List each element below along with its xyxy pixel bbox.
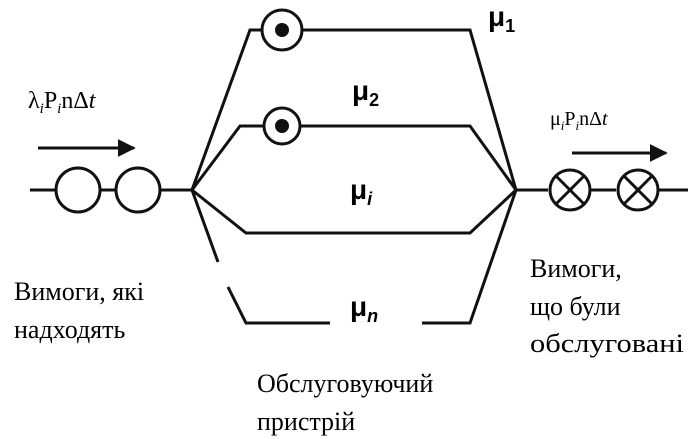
served-request-cross-2b <box>622 174 654 206</box>
mu2-subscript: 2 <box>369 90 379 110</box>
output-t: t <box>602 108 608 130</box>
served-requests-label-line-3: обслуговані <box>530 329 684 358</box>
channel-n-line <box>190 189 518 325</box>
output-delta: Δ <box>589 108 602 130</box>
busy-channel-dot-2 <box>275 119 289 133</box>
input-p-subscript: i <box>57 101 61 117</box>
output-mu-subscript: i <box>561 118 565 133</box>
served-request-cross-1b <box>554 174 586 206</box>
mun-base: μ <box>350 291 367 322</box>
channel-2-line <box>190 124 518 191</box>
output-n: n <box>579 108 589 130</box>
mui-base: μ <box>350 174 367 205</box>
input-p: P <box>44 88 57 114</box>
mu2-base: μ <box>352 75 369 106</box>
service-device-label-line-2: пристрій <box>257 407 355 436</box>
input-flow-formula: λiPinΔt <box>28 88 97 117</box>
mu1-subscript: 1 <box>505 16 515 36</box>
mu1-base: μ <box>488 1 505 32</box>
served-request-marker-1 <box>548 168 592 212</box>
channel-1-line <box>190 28 518 191</box>
service-device-label-line-1: Обслуговуючий <box>257 369 433 398</box>
channel-i-line <box>191 188 518 235</box>
served-request-marker-2 <box>616 168 660 212</box>
mun-subscript: n <box>367 306 378 326</box>
channel-1-rate-label: μ1 <box>488 1 515 36</box>
served-requests-label-line-2: що були <box>530 292 621 321</box>
input-lambda-subscript: i <box>40 101 44 117</box>
mui-subscript: i <box>367 189 373 209</box>
input-delta: Δ <box>73 88 88 114</box>
channel-2-rate-label: μ2 <box>352 75 379 110</box>
busy-channel-dot-1 <box>275 23 289 37</box>
output-flow-formula: μiPinΔt <box>550 108 608 133</box>
served-requests-label-line-1: Вимоги, <box>530 254 622 283</box>
incoming-requests-label-line-1: Вимоги, які <box>14 277 144 306</box>
output-stream <box>516 168 688 212</box>
output-mu: μ <box>550 108 561 130</box>
input-t: t <box>89 88 97 114</box>
service-channels <box>190 8 518 325</box>
input-stream <box>30 166 192 214</box>
channel-i-rate-label: μi <box>350 174 373 209</box>
input-lambda: λ <box>28 88 40 114</box>
output-p-subscript: i <box>575 118 579 133</box>
waiting-request-circle-1 <box>54 166 102 214</box>
channel-n-rate-label: μn <box>350 291 378 326</box>
waiting-request-circle-2 <box>114 166 162 214</box>
input-n: n <box>61 88 73 114</box>
output-p: P <box>564 108 575 130</box>
incoming-requests-label-line-2: надходять <box>14 315 125 344</box>
